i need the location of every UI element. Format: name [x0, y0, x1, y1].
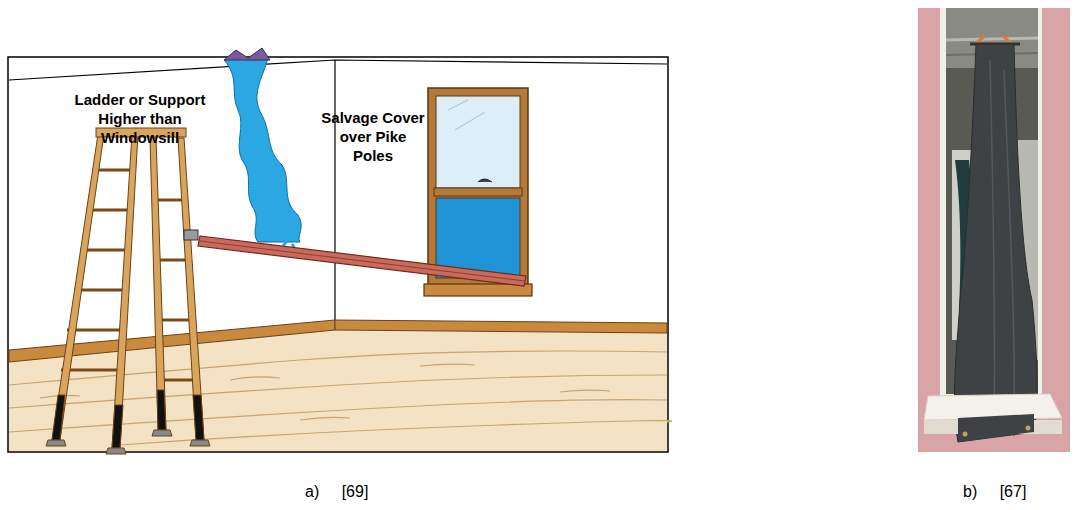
floor-board-line	[9, 400, 667, 432]
grommet	[963, 432, 968, 437]
ladder-pad	[152, 430, 172, 436]
ladder-rail	[52, 134, 104, 440]
photo-windowsill	[924, 394, 1062, 420]
ladder-rail	[150, 138, 166, 430]
cover-knot	[224, 48, 270, 60]
ladder-foot	[157, 390, 166, 430]
glass-glint	[448, 100, 485, 130]
cover-over-sill	[958, 414, 1034, 442]
cover-fold	[990, 60, 1014, 438]
pike-pole	[198, 236, 526, 286]
step-ladder	[46, 128, 210, 454]
ceiling-line	[9, 60, 667, 80]
ceiling-pipe	[946, 38, 1038, 40]
floor-grain	[9, 351, 672, 445]
pike-pole-edge	[200, 241, 525, 281]
panel-caption: b) [67]	[963, 482, 1026, 502]
sash-lock	[478, 179, 492, 182]
ladder-foot	[193, 395, 204, 440]
baseboard	[335, 320, 667, 333]
grommet	[1026, 426, 1031, 431]
window-frame	[428, 88, 528, 285]
window-glass	[436, 96, 520, 188]
pink-wall	[918, 8, 1070, 452]
ladder-rail	[178, 138, 204, 440]
pole-bracket	[184, 230, 198, 240]
panel-frame	[8, 57, 668, 452]
ladder-pad	[46, 440, 66, 446]
ladder-pad	[106, 448, 126, 454]
ladder-foot	[52, 395, 65, 440]
ladder-foot	[112, 405, 123, 448]
ladder-pad	[190, 440, 210, 446]
baseboard	[9, 320, 335, 362]
panel-caption: a) [69]	[305, 482, 368, 502]
windowsill	[424, 284, 532, 296]
wall-corner	[334, 60, 335, 326]
floor-board-line	[9, 351, 667, 385]
salvage-cover	[224, 58, 301, 242]
ladder-rail	[112, 134, 138, 448]
callout-label: Salvage Cover over Pike Poles	[320, 108, 426, 165]
wood-knot	[40, 364, 610, 420]
window-rail	[434, 188, 522, 196]
callout-label: Ladder or Support Higher than Windowsill	[70, 90, 210, 147]
salvage-cover-photo	[955, 44, 1038, 442]
